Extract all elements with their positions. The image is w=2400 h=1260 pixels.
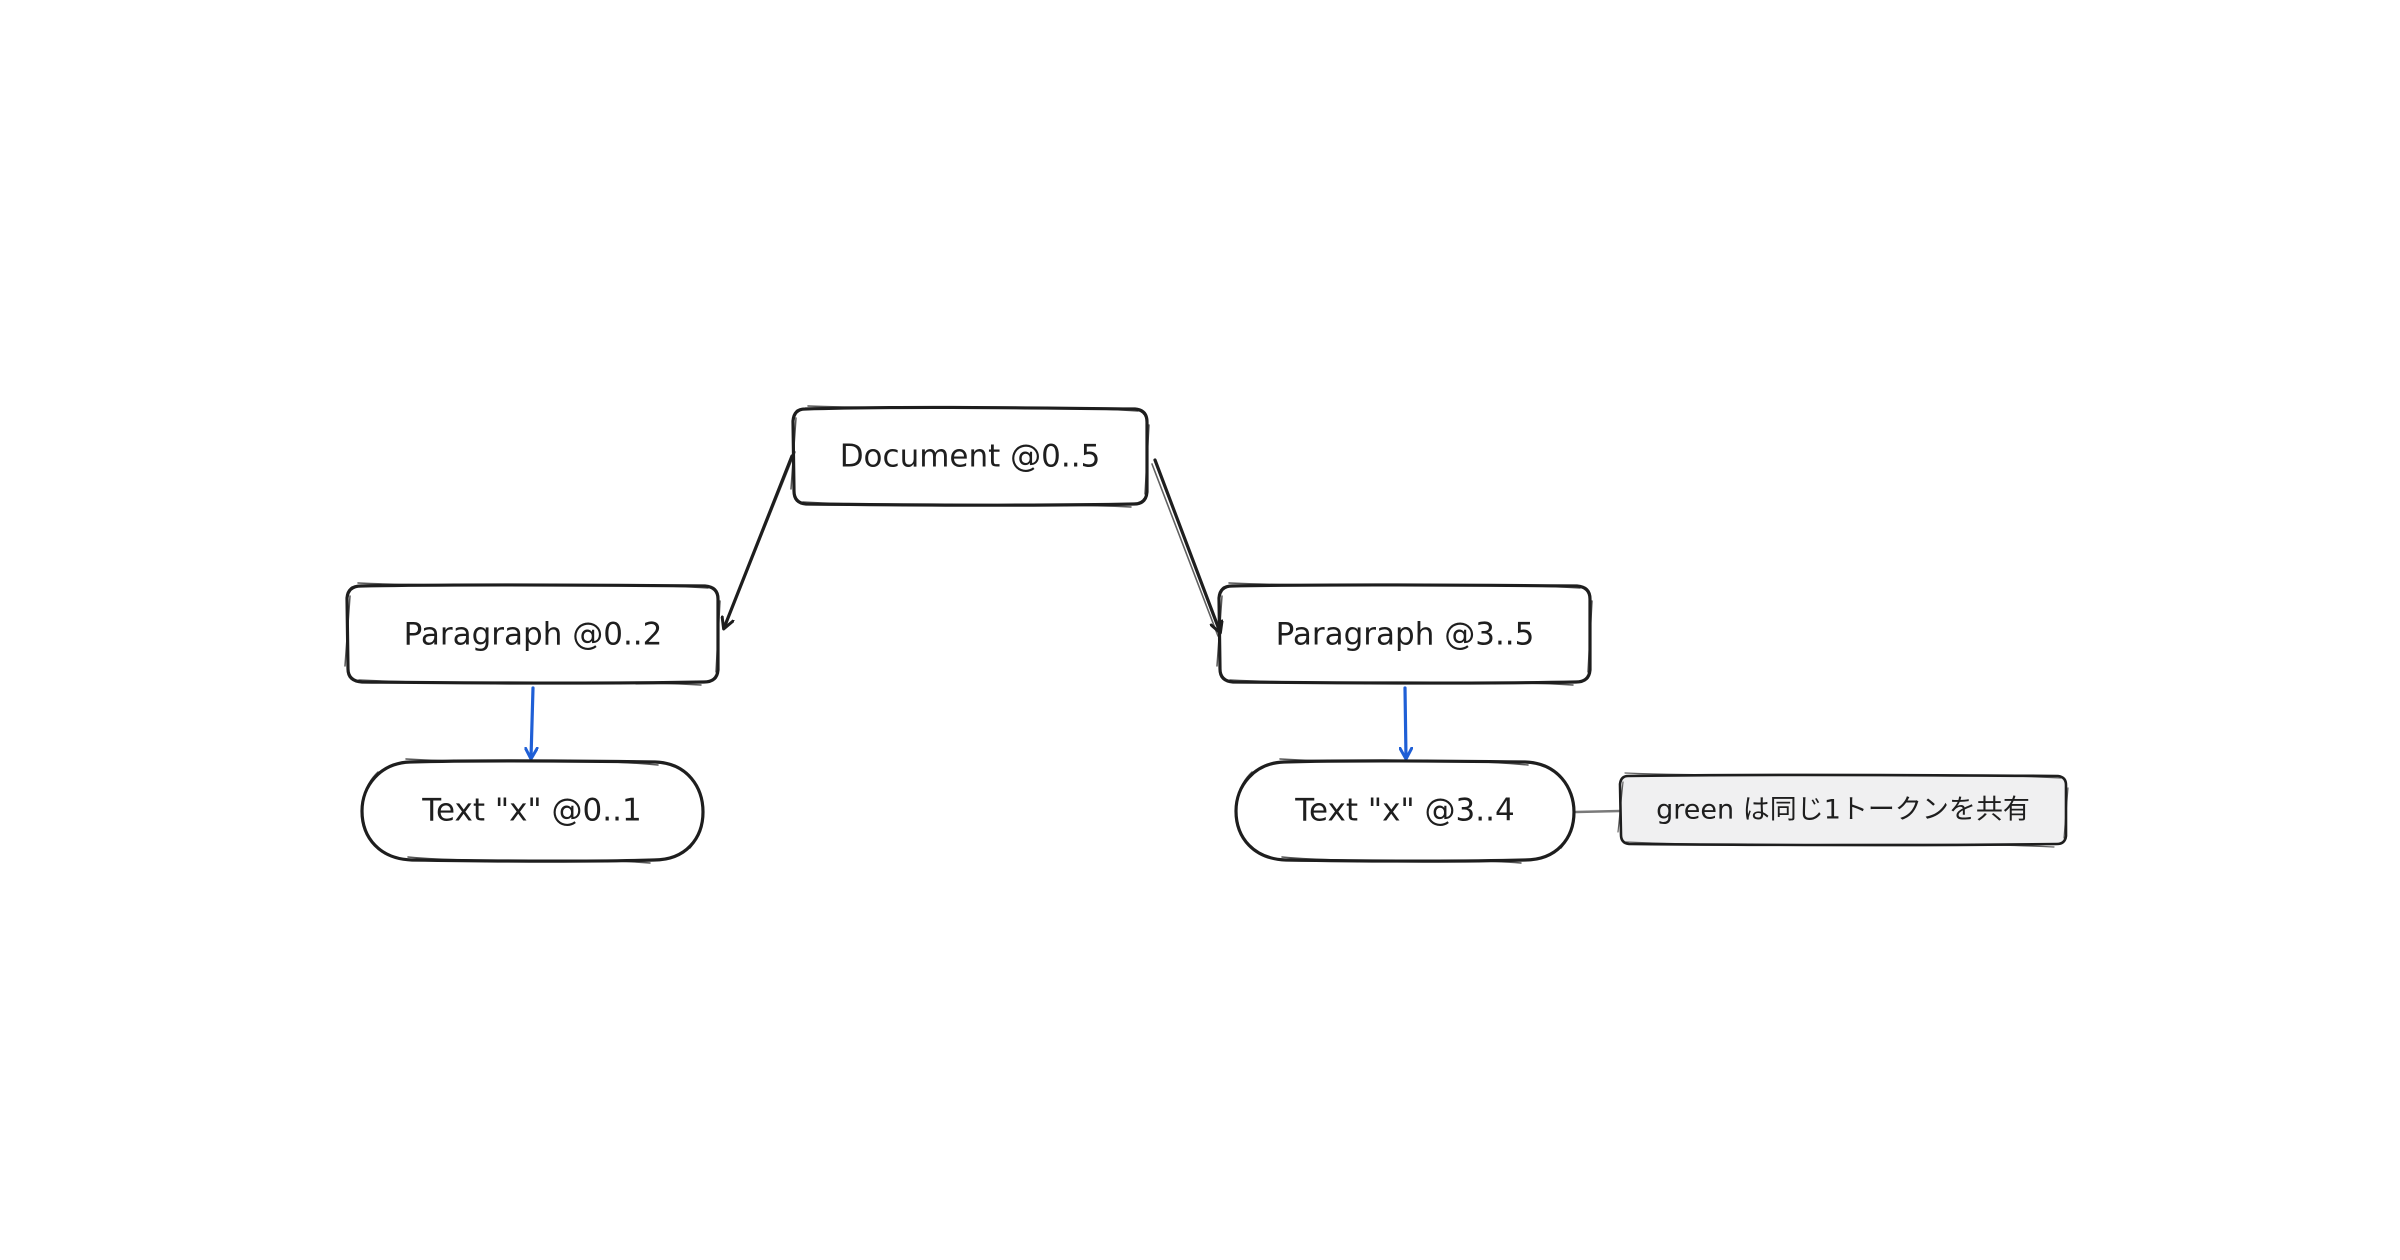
- node-text-right: Text "x" @3..4: [1234, 758, 1576, 864]
- edge-paragraph-left-to-text-left: [531, 686, 533, 758]
- edge-document-to-paragraph-left: [724, 451, 796, 628]
- edge-paragraph-right-to-text-right: [1405, 686, 1406, 758]
- node-paragraph-left: Paragraph @0..2: [344, 582, 721, 686]
- node-document-label: Document @0..5: [840, 439, 1101, 475]
- note-label: green は同じ1トークンを共有: [1656, 795, 2030, 826]
- node-text-left-label: Text "x" @0..1: [421, 793, 641, 829]
- node-paragraph-left-label: Paragraph @0..2: [404, 617, 663, 653]
- node-paragraph-right: Paragraph @3..5: [1216, 582, 1593, 686]
- node-text-left: Text "x" @0..1: [360, 758, 705, 864]
- edge-document-to-paragraph-right: [1151, 458, 1220, 637]
- node-document: Document @0..5: [790, 405, 1150, 508]
- node-paragraph-right-label: Paragraph @3..5: [1276, 617, 1535, 653]
- node-text-right-label: Text "x" @3..4: [1294, 793, 1514, 829]
- note-shared-token: green は同じ1トークンを共有: [1617, 772, 2069, 848]
- note-connector: [1574, 809, 1622, 814]
